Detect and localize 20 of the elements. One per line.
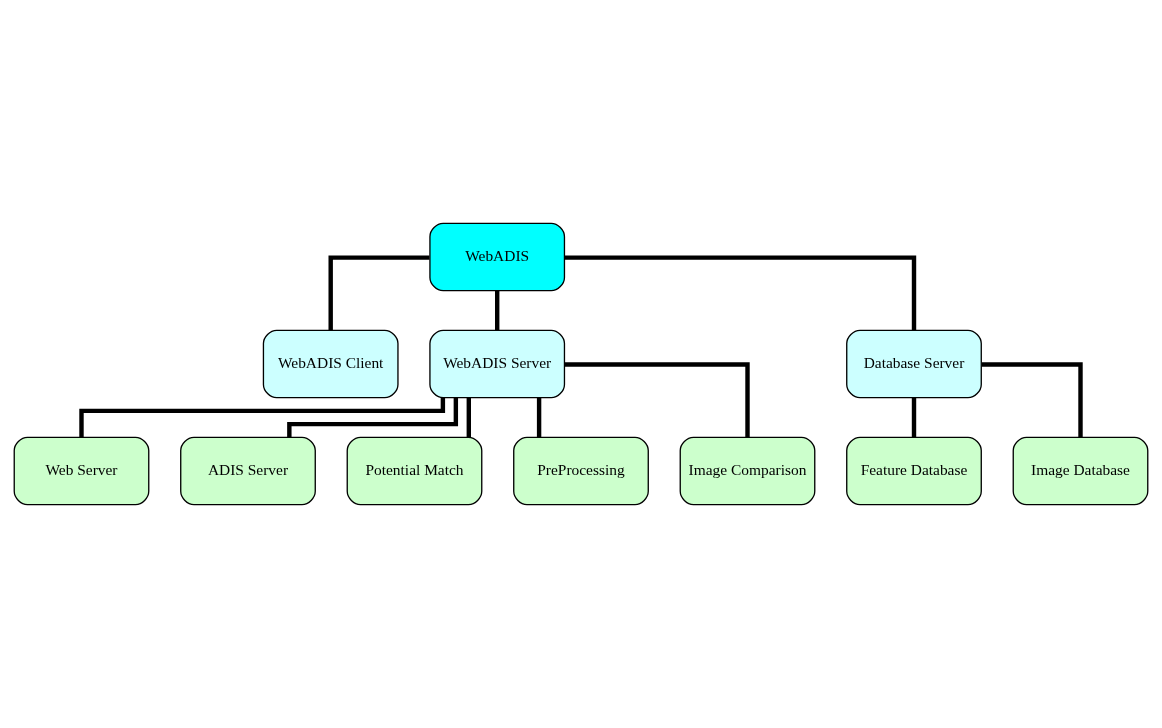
connector bbox=[466, 397, 471, 437]
node-box: WebADIS bbox=[429, 222, 566, 292]
node-box: WebADIS Client bbox=[262, 329, 399, 399]
connector bbox=[564, 255, 917, 331]
connector bbox=[287, 397, 459, 437]
connector bbox=[981, 362, 1083, 438]
node-box: Potential Match bbox=[346, 436, 483, 506]
node-box: Feature Database bbox=[846, 436, 982, 506]
node-box: Image Comparison bbox=[679, 436, 816, 506]
connector bbox=[328, 255, 430, 331]
node-box: Web Server bbox=[13, 436, 150, 506]
node-box: WebADIS Server bbox=[429, 329, 566, 399]
node-box: PreProcessing bbox=[513, 436, 649, 506]
node-box: Database Server bbox=[846, 329, 982, 399]
connector bbox=[564, 362, 750, 438]
connector bbox=[536, 397, 542, 437]
node-box: ADIS Server bbox=[180, 436, 316, 506]
connector bbox=[495, 290, 500, 330]
node-box: Image Database bbox=[1012, 436, 1149, 506]
connector bbox=[911, 397, 917, 437]
